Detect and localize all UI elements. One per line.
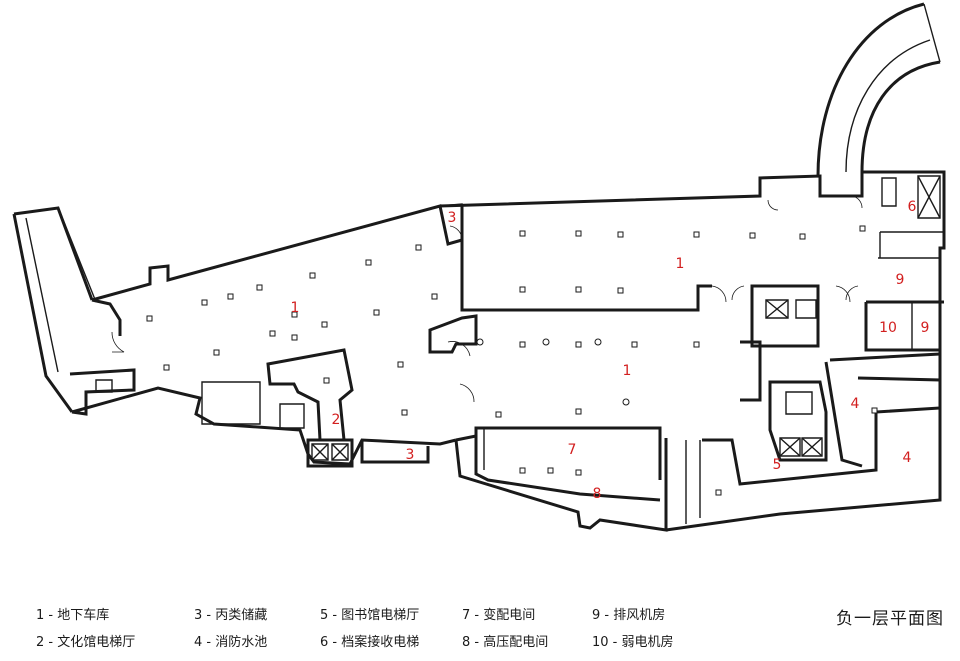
plan-title: 负一层平面图 [836, 609, 944, 629]
room-label-3-north: 3 [448, 210, 457, 226]
legend-item-4: 4 - 消防水池 [194, 635, 268, 650]
room-label-4-upper: 4 [851, 396, 860, 412]
north-ramp [816, 2, 941, 177]
room-label-7: 7 [568, 442, 577, 458]
room-label-5: 5 [773, 457, 782, 473]
left-ramp [12, 206, 97, 413]
legend-item-2: 2 - 文化馆电梯厅 [36, 635, 136, 650]
room-label-10: 10 [879, 320, 897, 336]
floor-plan-drawing: 1 1 1 2 3 3 4 4 5 6 7 8 9 9 10 [12, 2, 946, 532]
round-columns [476, 338, 630, 406]
room-label-2: 2 [332, 412, 341, 428]
legend-item-6: 6 - 档案接收电梯 [320, 635, 420, 650]
room-label-1-west: 1 [291, 300, 300, 316]
legend-item-7: 7 - 变配电间 [462, 608, 536, 623]
room-label-3-south: 3 [406, 447, 415, 463]
legend-item-1: 1 - 地下车库 [36, 608, 110, 623]
room-label-4-lower: 4 [903, 450, 912, 466]
legend-item-3: 3 - 丙类储藏 [194, 608, 268, 623]
columns [146, 225, 878, 496]
east-block-walls [665, 170, 946, 532]
legend-item-8: 8 - 高压配电间 [462, 635, 549, 650]
door-swings [111, 195, 863, 403]
room-label-9-lower: 9 [921, 320, 930, 336]
room-label-1-central: 1 [623, 363, 632, 379]
room-label-1-north: 1 [676, 256, 685, 272]
legend-item-9: 9 - 排风机房 [592, 608, 666, 623]
west-wing-walls [69, 204, 463, 466]
central-walls [360, 172, 864, 532]
room-label-9-upper: 9 [896, 272, 905, 288]
legend-item-10: 10 - 弱电机房 [592, 635, 674, 650]
room-label-6: 6 [908, 199, 917, 215]
core-2-walls [201, 348, 354, 468]
legend-item-5: 5 - 图书馆电梯厅 [320, 608, 420, 623]
room-label-8: 8 [593, 486, 602, 502]
legend: 1 - 地下车库 2 - 文化馆电梯厅 3 - 丙类储藏 4 - 消防水池 5 … [36, 604, 776, 654]
